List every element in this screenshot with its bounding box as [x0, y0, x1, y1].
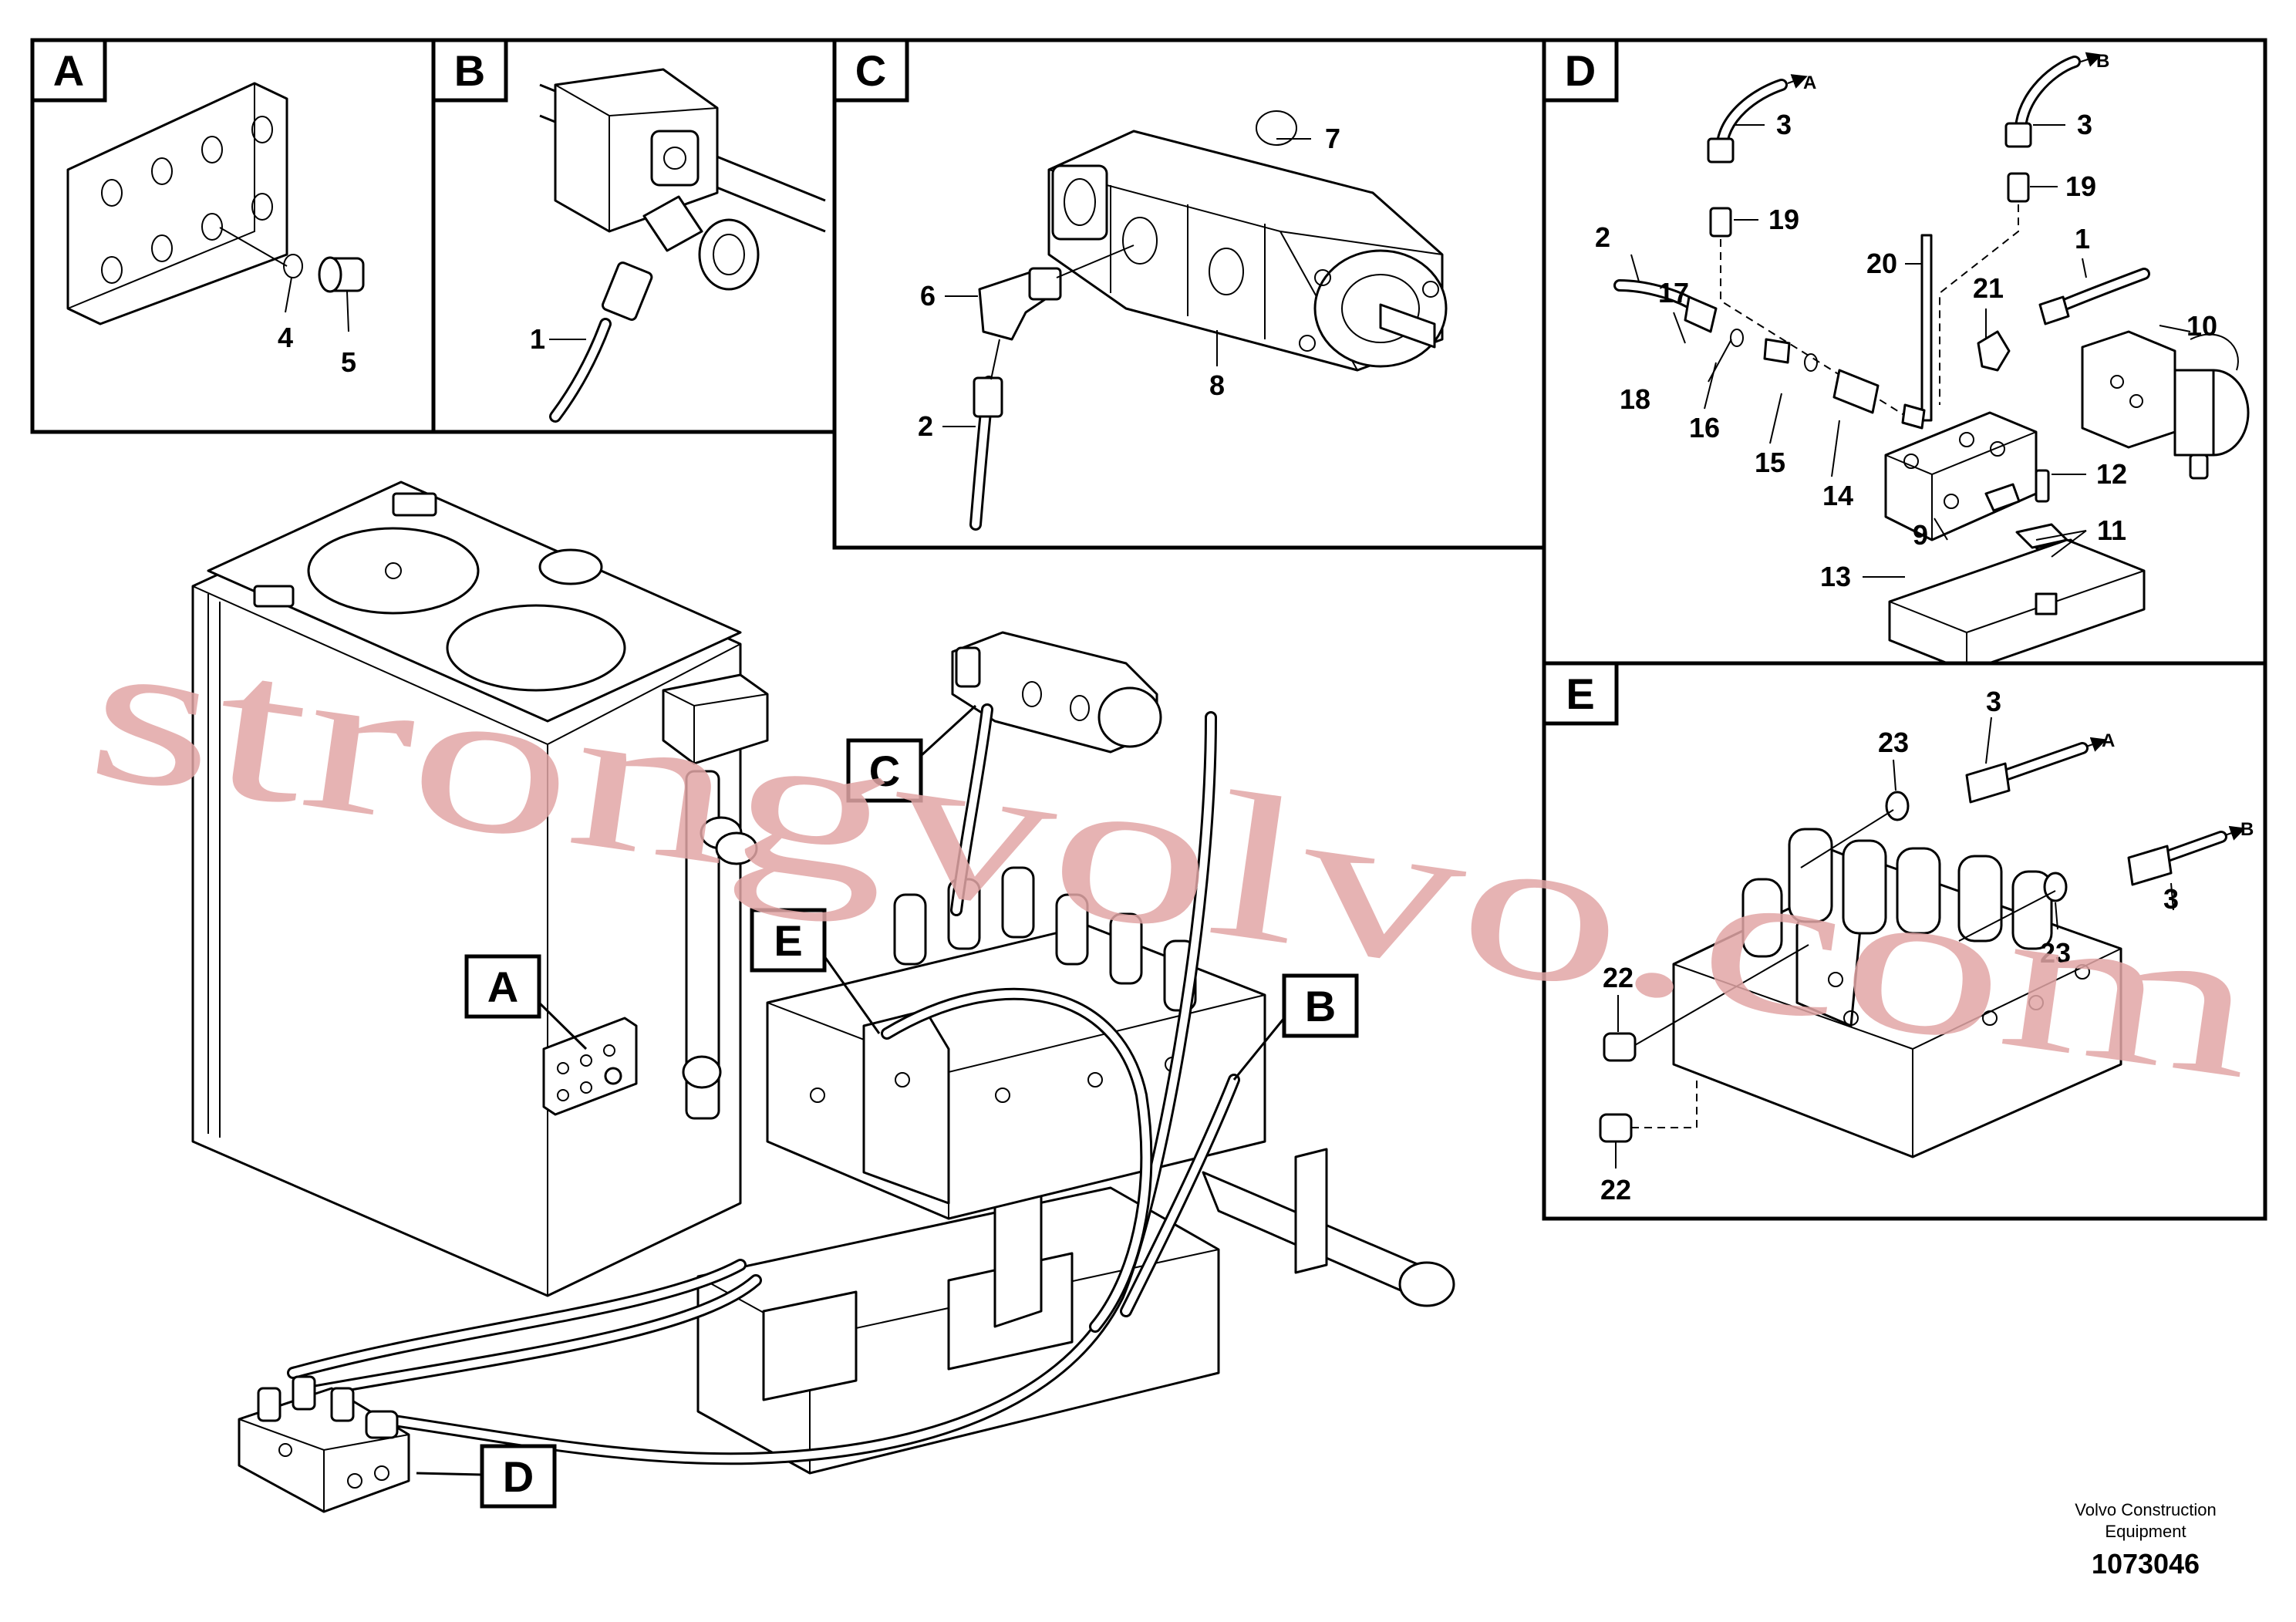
- tag-d-letter: D: [503, 1452, 534, 1501]
- panel-e-letter: E: [1566, 669, 1594, 718]
- tag-e: E: [750, 908, 881, 1034]
- valve-block: [1884, 411, 2038, 541]
- panel-d: D A B: [1542, 38, 2267, 673]
- panel-c: C 7 6 8 2: [832, 38, 1546, 550]
- tag-c: C: [846, 704, 977, 803]
- tag-d: D: [416, 1444, 557, 1509]
- panel-a: A 4 5: [30, 38, 436, 434]
- callout-7: 7: [1325, 123, 1340, 154]
- callout-11: 11: [2097, 514, 2126, 546]
- tag-c-letter: C: [869, 747, 900, 795]
- o-ring: [283, 254, 303, 278]
- callout-5: 5: [341, 346, 356, 378]
- callout-1: 1: [530, 323, 545, 355]
- gear-pump: [1047, 130, 1448, 372]
- arrow-label-a: A: [1803, 73, 1816, 93]
- callout-2: 2: [918, 410, 933, 442]
- panel-c-letter: C: [855, 46, 886, 95]
- drawing-number: 1073046: [2092, 1548, 2200, 1580]
- callout-14: 14: [1822, 480, 1853, 511]
- main-pump: [951, 631, 1162, 754]
- callout-19: 19: [2065, 170, 2096, 202]
- panel-a-bracket-plate: [66, 82, 288, 325]
- callout-12: 12: [2096, 458, 2127, 490]
- callout-16: 16: [1689, 412, 1720, 443]
- panel-b: B 1: [431, 38, 837, 434]
- tag-b-letter: B: [1305, 982, 1336, 1030]
- callout-6: 6: [920, 280, 936, 312]
- callout-23: 23: [1878, 727, 1909, 758]
- panel-b-pump-body: [539, 68, 826, 233]
- panel-b-letter: B: [454, 46, 485, 95]
- callout-23: 23: [2040, 937, 2071, 969]
- callout-1: 1: [2075, 223, 2090, 255]
- tag-a-letter: A: [487, 963, 518, 1011]
- tank-port-plate: [542, 1017, 638, 1116]
- main-assembly: C E A B D: [191, 481, 1455, 1513]
- panel-a-letter: A: [53, 46, 84, 95]
- footer: Volvo Construction Equipment 1073046: [2075, 1500, 2216, 1580]
- tag-b: B: [1232, 973, 1359, 1081]
- callout-21: 21: [1973, 272, 2004, 304]
- o-ring: [1256, 110, 1297, 146]
- callout-4: 4: [278, 322, 293, 353]
- pilot-valve-block: [238, 1375, 410, 1513]
- company-name-line1: Volvo Construction: [2075, 1500, 2216, 1519]
- tag-e-letter: E: [774, 916, 802, 965]
- panel-b-fittings: [601, 195, 760, 321]
- callout-10: 10: [2186, 310, 2217, 342]
- shaft-assembly: [1202, 1148, 1455, 1307]
- callout-3: 3: [2077, 109, 2092, 140]
- control-valve-detail: [1672, 828, 2122, 1158]
- callout-8: 8: [1209, 369, 1225, 401]
- tag-a: A: [464, 954, 588, 1050]
- callout-22: 22: [1600, 1174, 1631, 1206]
- callout-15: 15: [1755, 447, 1785, 478]
- callout-2: 2: [1595, 221, 1610, 253]
- company-name-line2: Equipment: [2105, 1522, 2186, 1541]
- callout-17: 17: [1658, 277, 1689, 309]
- plug: [318, 256, 365, 293]
- panel-e: E A: [1542, 661, 2267, 1221]
- panel-d-letter: D: [1565, 46, 1596, 95]
- arrow-label-b: B: [2096, 51, 2109, 72]
- callout-20: 20: [1866, 248, 1897, 279]
- arrow-label-a: A: [2102, 730, 2115, 751]
- callout-22: 22: [1603, 962, 1633, 993]
- callout-9: 9: [1913, 519, 1928, 551]
- solenoid-valve: [2081, 330, 2250, 480]
- callout-3: 3: [1986, 686, 2001, 717]
- callout-3: 3: [1776, 109, 1792, 140]
- callout-3: 3: [2163, 883, 2179, 915]
- arrow-label-b: B: [2240, 819, 2254, 840]
- callout-19: 19: [1768, 204, 1799, 235]
- elbow-fitting: [978, 267, 1062, 341]
- callout-13: 13: [1820, 561, 1851, 592]
- callout-18: 18: [1620, 383, 1650, 415]
